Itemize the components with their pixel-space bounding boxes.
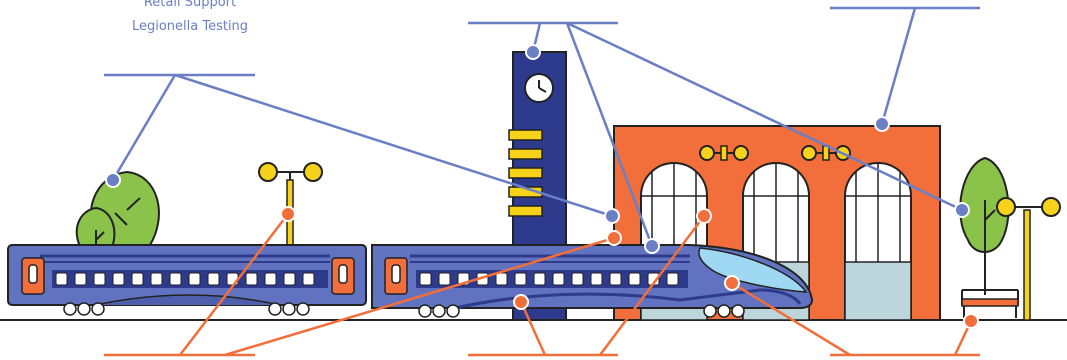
callout-dot[interactable] (526, 45, 540, 59)
wall-lamp-icon (700, 146, 748, 160)
callout-label-legionella-testing[interactable]: Legionella Testing (70, 17, 310, 37)
callout-dot[interactable] (697, 209, 711, 223)
arched-window (845, 163, 911, 320)
callout-label-retail-support[interactable]: Retail Support (70, 0, 310, 13)
tree-icon (960, 158, 1008, 295)
callout-dot[interactable] (607, 231, 621, 245)
callout-dot[interactable] (645, 239, 659, 253)
callout-dot[interactable] (605, 209, 619, 223)
train-icon (372, 245, 812, 317)
callout-dot[interactable] (875, 117, 889, 131)
callout-dot[interactable] (725, 276, 739, 290)
callout-dot[interactable] (964, 314, 978, 328)
callout-dot[interactable] (106, 173, 120, 187)
callout-dot[interactable] (281, 207, 295, 221)
clock-icon (525, 74, 553, 102)
callout-dot[interactable] (514, 295, 528, 309)
callout-dot[interactable] (955, 203, 969, 217)
train-icon (8, 245, 366, 315)
